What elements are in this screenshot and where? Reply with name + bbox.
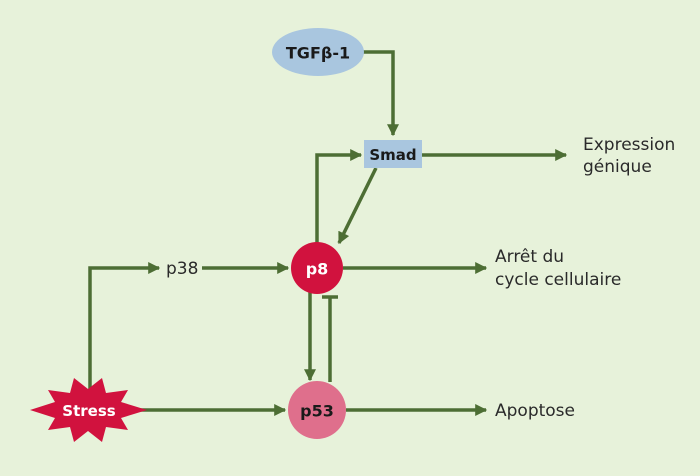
edge-p8-to-smad: [315, 149, 363, 246]
smad-label: Smad: [369, 146, 416, 164]
edge-tgf-to-smad: [360, 50, 399, 137]
p53-circle: [288, 381, 346, 439]
p53-label: p53: [300, 402, 334, 421]
p8-node: p8: [291, 242, 343, 294]
p8-label: p8: [306, 260, 329, 279]
p53-node: p53: [288, 381, 346, 439]
arret-label-line2: cycle cellulaire: [495, 270, 621, 290]
tgf-ellipse: [272, 28, 364, 76]
tgf-label: TGFβ-1: [286, 44, 350, 63]
smad-box: [364, 140, 422, 168]
p8-circle: [291, 242, 343, 294]
stress-starburst: [30, 378, 147, 442]
edges: [88, 50, 568, 416]
p38-label: p38: [166, 259, 198, 279]
stress-label: Stress: [62, 402, 115, 420]
edge-smad-to-p8: [337, 167, 378, 245]
edge-stress-to-p38: [88, 262, 161, 392]
expression-label-line2: génique: [583, 157, 652, 177]
arret-label-line1: Arrêt du: [495, 247, 564, 267]
stress-node: Stress: [30, 378, 147, 442]
expression-label-line1: Expression: [583, 135, 675, 155]
apoptose-label: Apoptose: [495, 401, 575, 421]
smad-node: Smad: [364, 140, 422, 168]
tgf-node: TGFβ-1: [272, 28, 364, 76]
